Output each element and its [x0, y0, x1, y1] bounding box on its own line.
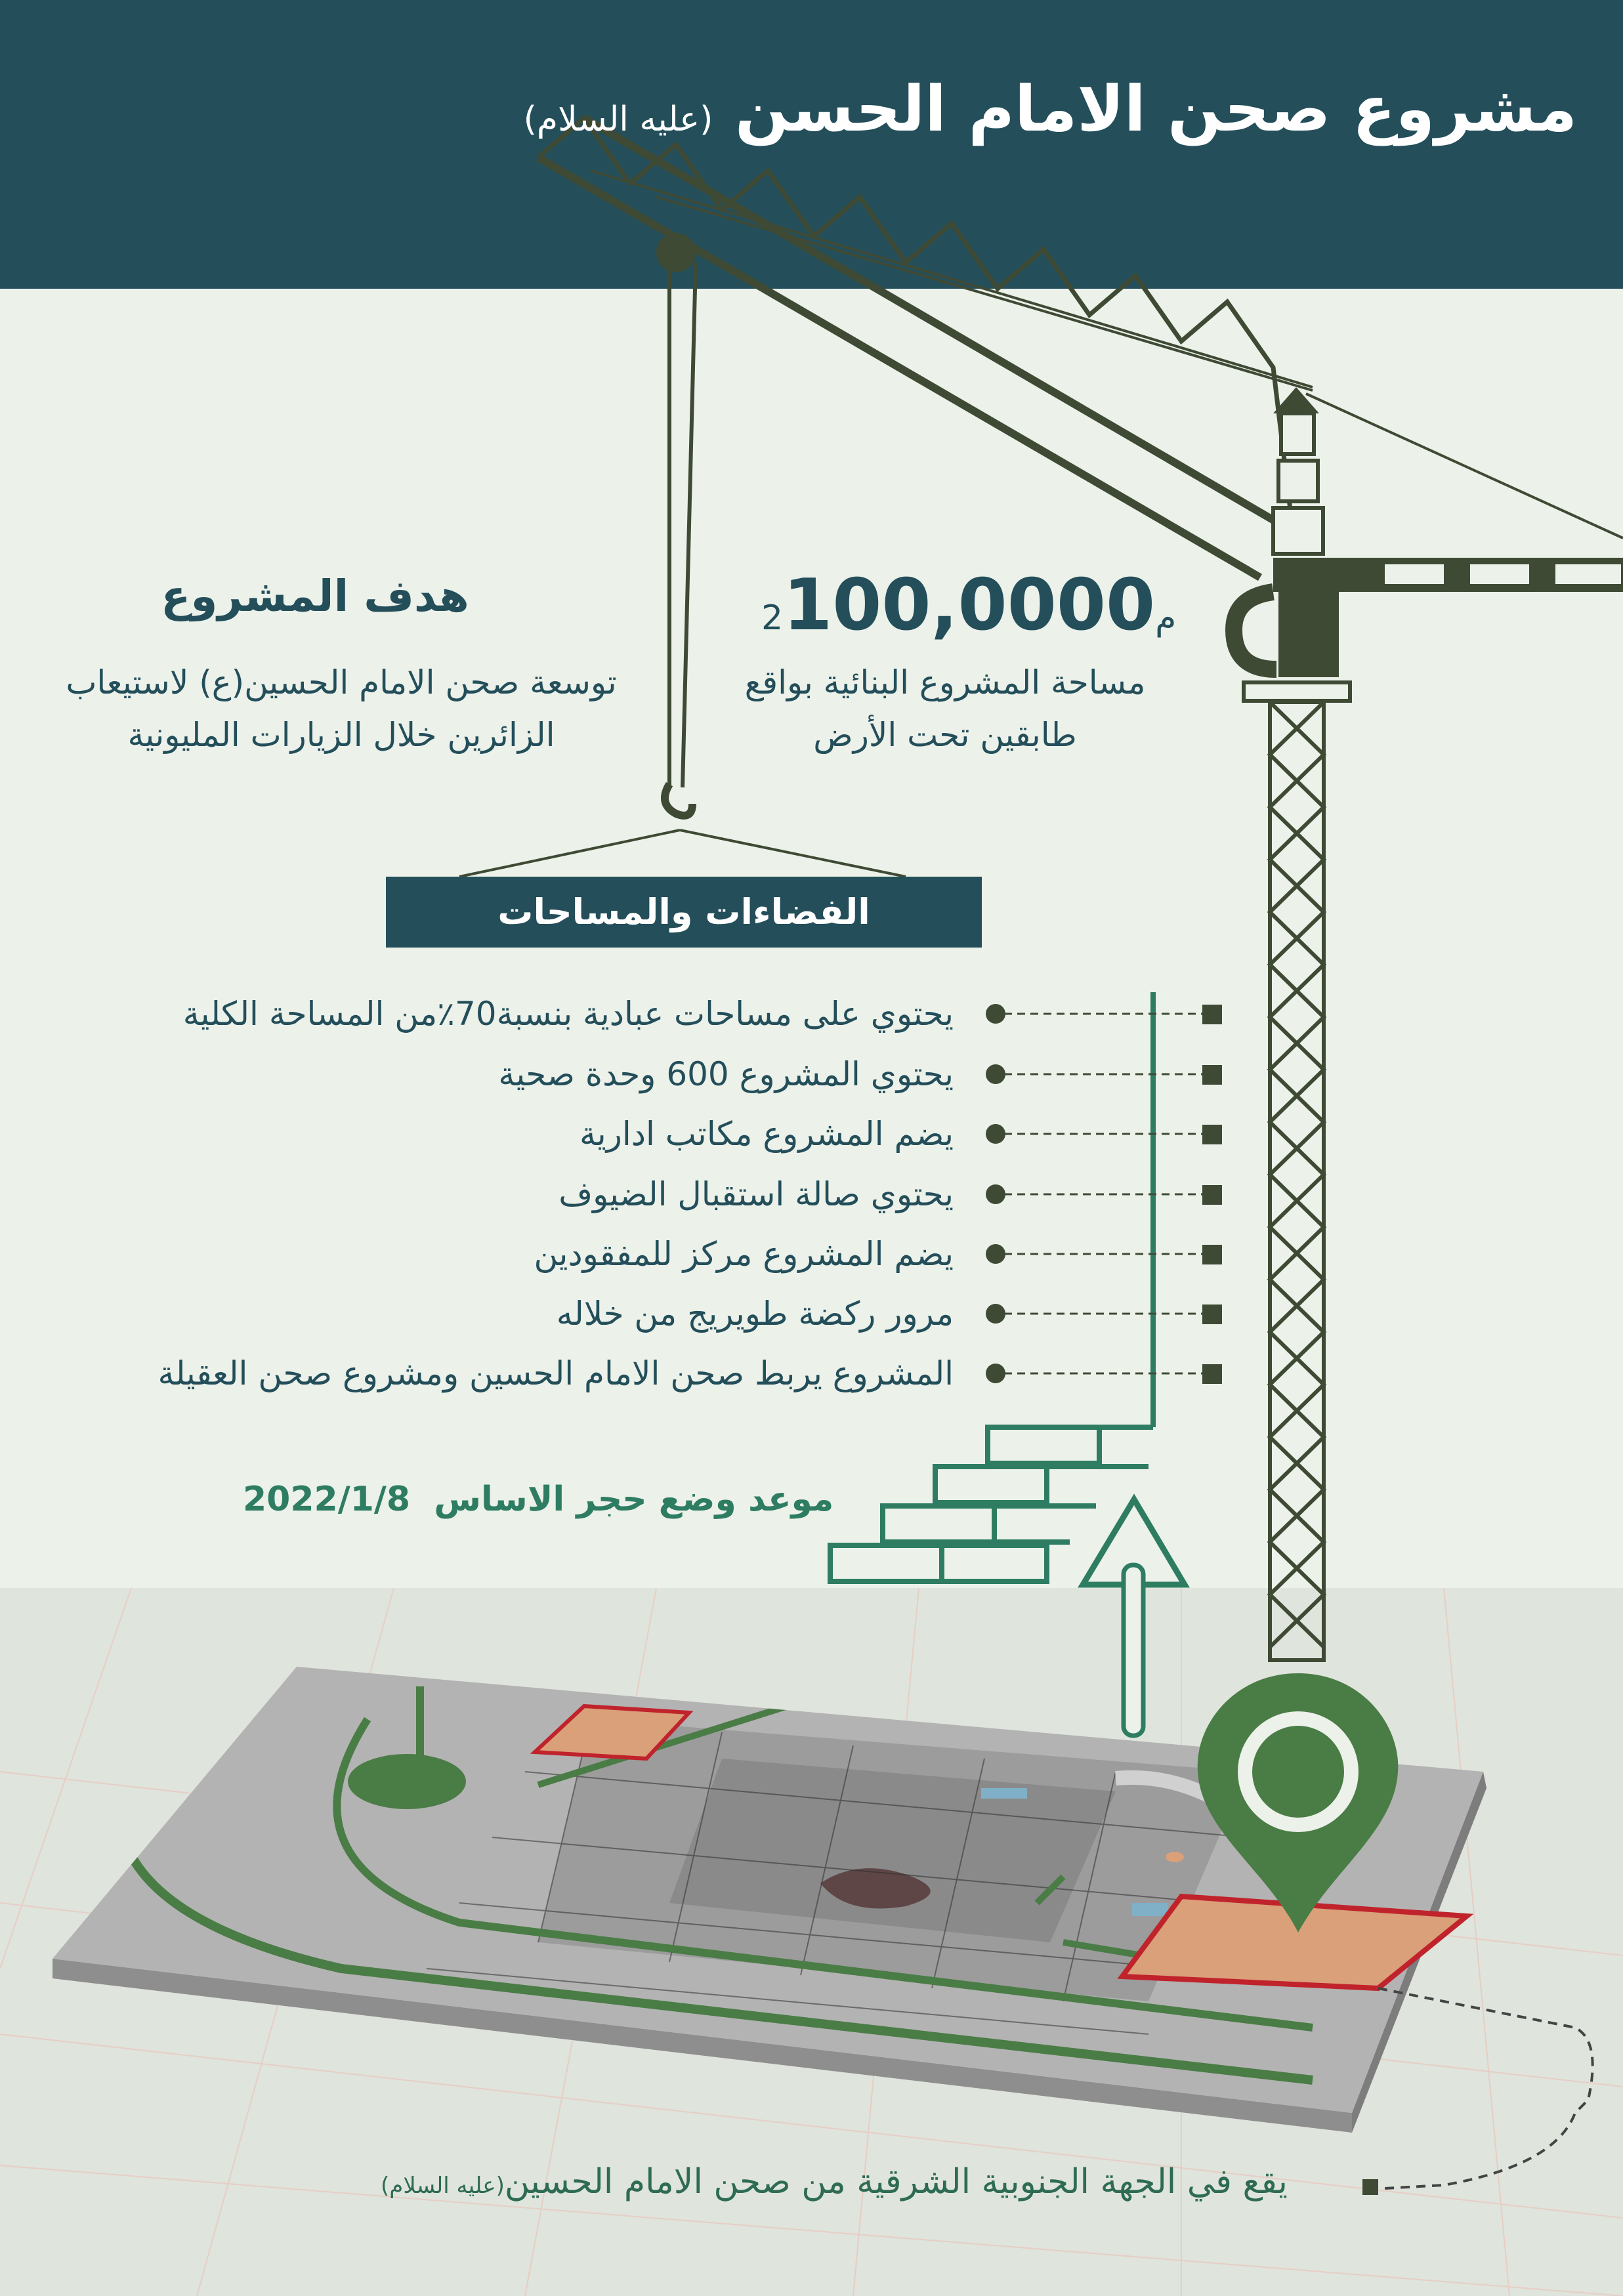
- feature-item: يضم المشروع مركز للمفقودين: [534, 1235, 954, 1273]
- bullet-dot-icon: [986, 1184, 1005, 1204]
- location-text: يقع في الجهة الجنوبية الشرقية من صحن الا…: [504, 2162, 1288, 2202]
- header-bar: [0, 0, 1623, 289]
- bullet-dot-icon: [986, 1004, 1005, 1024]
- goal-text: توسعة صحن الامام الحسين(ع) لاستيعاب الزا…: [66, 663, 617, 754]
- feature-item: يضم المشروع مكاتب ادارية: [580, 1115, 954, 1153]
- foundation-date: موعد وضع حجر الاساس 2022/1/8: [243, 1480, 833, 1519]
- bullet-dot-icon: [986, 1244, 1005, 1264]
- bullet-square-icon: [1202, 1305, 1222, 1324]
- feature-item: المشروع يربط صحن الامام الحسين ومشروع صح…: [158, 1354, 954, 1392]
- bullet-square-icon: [1202, 1005, 1222, 1024]
- title-honorific: (عليه السلام): [523, 100, 713, 139]
- bullet-dot-icon: [986, 1304, 1005, 1324]
- bullet-square-icon: [1202, 1364, 1222, 1384]
- foundation-label: موعد وضع حجر الاساس: [434, 1480, 834, 1519]
- map-pin-icon: [1197, 1673, 1399, 1932]
- map-edge: [53, 1959, 1352, 2133]
- bullet-square-icon: [1202, 1185, 1222, 1205]
- feature-item: يحتوي صالة استقبال الضيوف: [559, 1175, 954, 1213]
- bullet-dot-icon: [986, 1124, 1005, 1144]
- bullet-square-icon: [1362, 2179, 1378, 2195]
- page-title: مشروع صحن الامام الحسن (عليه السلام): [523, 72, 1577, 146]
- feature-item: يحتوي على مساحات عبادية بنسبة70٪من المسا…: [182, 995, 954, 1033]
- area-figure: م2100,0000: [761, 564, 1176, 646]
- location-note: يقع في الجهة الجنوبية الشرقية من صحن الا…: [381, 2162, 1288, 2202]
- bullet-square-icon: [1202, 1245, 1222, 1264]
- goal-title: هدف المشروع: [161, 571, 469, 621]
- bricks-icon: [828, 1425, 1153, 1584]
- foundation-date-value: 2022/1/8: [243, 1480, 411, 1519]
- arrow-up-icon: [1078, 1493, 1190, 1738]
- feature-item: يحتوي المشروع 600 وحدة صحية: [498, 1055, 954, 1093]
- feature-item: مرور ركضة طويريج من خلاله: [556, 1295, 954, 1333]
- bullet-dot-icon: [986, 1064, 1005, 1084]
- location-honorific: (عليه السلام): [381, 2173, 505, 2199]
- area-description: مساحة المشروع البنائية بواقع طابقين تحت …: [744, 663, 1146, 754]
- bullet-square-icon: [1202, 1065, 1222, 1085]
- area-value: 100,0000: [783, 564, 1156, 646]
- area-unit: م2: [761, 598, 1177, 638]
- hook-icon: [660, 782, 696, 820]
- spaces-banner: الفضاءات والمساحات: [386, 877, 982, 948]
- bullet-dot-icon: [986, 1364, 1005, 1383]
- site-plot-small: [530, 1703, 694, 1761]
- location-leader-line: [1378, 1987, 1594, 2190]
- bullet-square-icon: [1202, 1125, 1222, 1144]
